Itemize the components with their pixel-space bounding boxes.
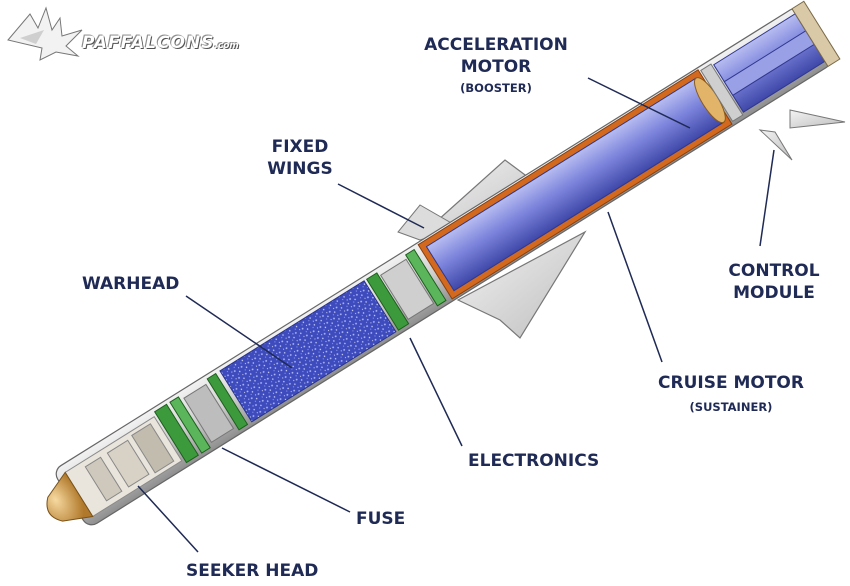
falcon-logo-icon bbox=[7, 6, 83, 61]
watermark: PAFFALCONS.com bbox=[82, 33, 239, 53]
label-fixed-wings-line1: FIXED bbox=[271, 137, 329, 157]
label-acceleration-motor-sub: (BOOSTER) bbox=[460, 81, 532, 95]
label-control-module-line2: MODULE bbox=[733, 283, 815, 303]
label-fixed-wings-line2: WINGS bbox=[267, 159, 333, 179]
label-seeker-head: SEEKER HEAD bbox=[186, 561, 319, 581]
label-fuse: FUSE bbox=[356, 509, 406, 529]
watermark-suffix: .com bbox=[214, 41, 239, 51]
label-fixed-wings: FIXED WINGS bbox=[262, 136, 338, 180]
watermark-brand: PAFFALCONS bbox=[82, 33, 215, 53]
label-control-module-line1: CONTROL bbox=[728, 261, 820, 281]
label-cruise-motor: CRUISE MOTOR bbox=[658, 373, 804, 393]
label-acceleration-motor-line1: ACCELERATION bbox=[424, 35, 568, 55]
label-cruise-motor-sub: (SUSTAINER) bbox=[689, 400, 773, 414]
missile-body bbox=[46, 0, 841, 526]
leader-lines bbox=[137, 77, 775, 553]
label-electronics: ELECTRONICS bbox=[468, 451, 600, 471]
label-control-module: CONTROL MODULE bbox=[720, 260, 828, 304]
label-acceleration-motor: ACCELERATION MOTOR bbox=[418, 34, 574, 78]
label-acceleration-motor-line2: MOTOR bbox=[460, 57, 532, 77]
label-warhead: WARHEAD bbox=[82, 274, 180, 294]
